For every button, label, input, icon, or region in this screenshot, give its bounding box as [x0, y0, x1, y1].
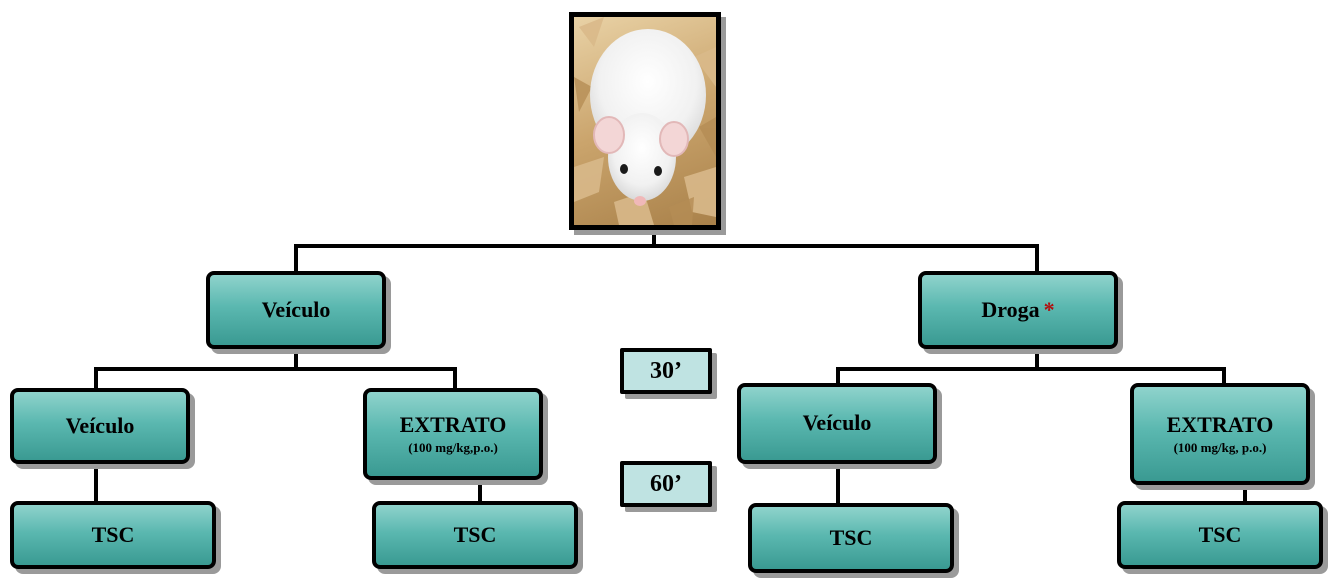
tsc-box-3: TSC	[748, 503, 954, 573]
droga-label-wrap: Droga*	[981, 298, 1054, 322]
veiculo-right-label: Veículo	[803, 411, 872, 435]
time-60-box: 60’	[620, 461, 712, 507]
extrato-left-box: EXTRATO (100 mg/kg,p.o.)	[363, 388, 543, 480]
extrato-right-dose: (100 mg/kg, p.o.)	[1174, 440, 1267, 456]
veiculo-right-box: Veículo	[737, 383, 937, 464]
veiculo-main-box: Veículo	[206, 271, 386, 349]
white-mouse-icon	[574, 17, 716, 225]
veiculo-left-label: Veículo	[66, 414, 135, 438]
extrato-left-label: EXTRATO	[400, 413, 507, 437]
veiculo-left-box: Veículo	[10, 388, 190, 464]
extrato-right-box: EXTRATO (100 mg/kg, p.o.)	[1130, 383, 1310, 485]
tsc-box-4: TSC	[1117, 501, 1323, 569]
droga-asterisk: *	[1044, 297, 1055, 322]
mouse-photo	[569, 12, 721, 230]
tsc-label-2: TSC	[454, 523, 497, 547]
veiculo-main-label: Veículo	[262, 298, 331, 322]
tsc-label-3: TSC	[830, 526, 873, 550]
tsc-label-4: TSC	[1199, 523, 1242, 547]
tsc-box-1: TSC	[10, 501, 216, 569]
time-60-label: 60’	[650, 471, 682, 498]
tsc-box-2: TSC	[372, 501, 578, 569]
extrato-left-dose: (100 mg/kg,p.o.)	[408, 440, 498, 456]
time-30-label: 30’	[650, 358, 682, 385]
droga-label: Droga	[981, 297, 1039, 322]
time-30-box: 30’	[620, 348, 712, 394]
extrato-right-label: EXTRATO	[1167, 413, 1274, 437]
droga-box: Droga*	[918, 271, 1118, 349]
tsc-label-1: TSC	[92, 523, 135, 547]
